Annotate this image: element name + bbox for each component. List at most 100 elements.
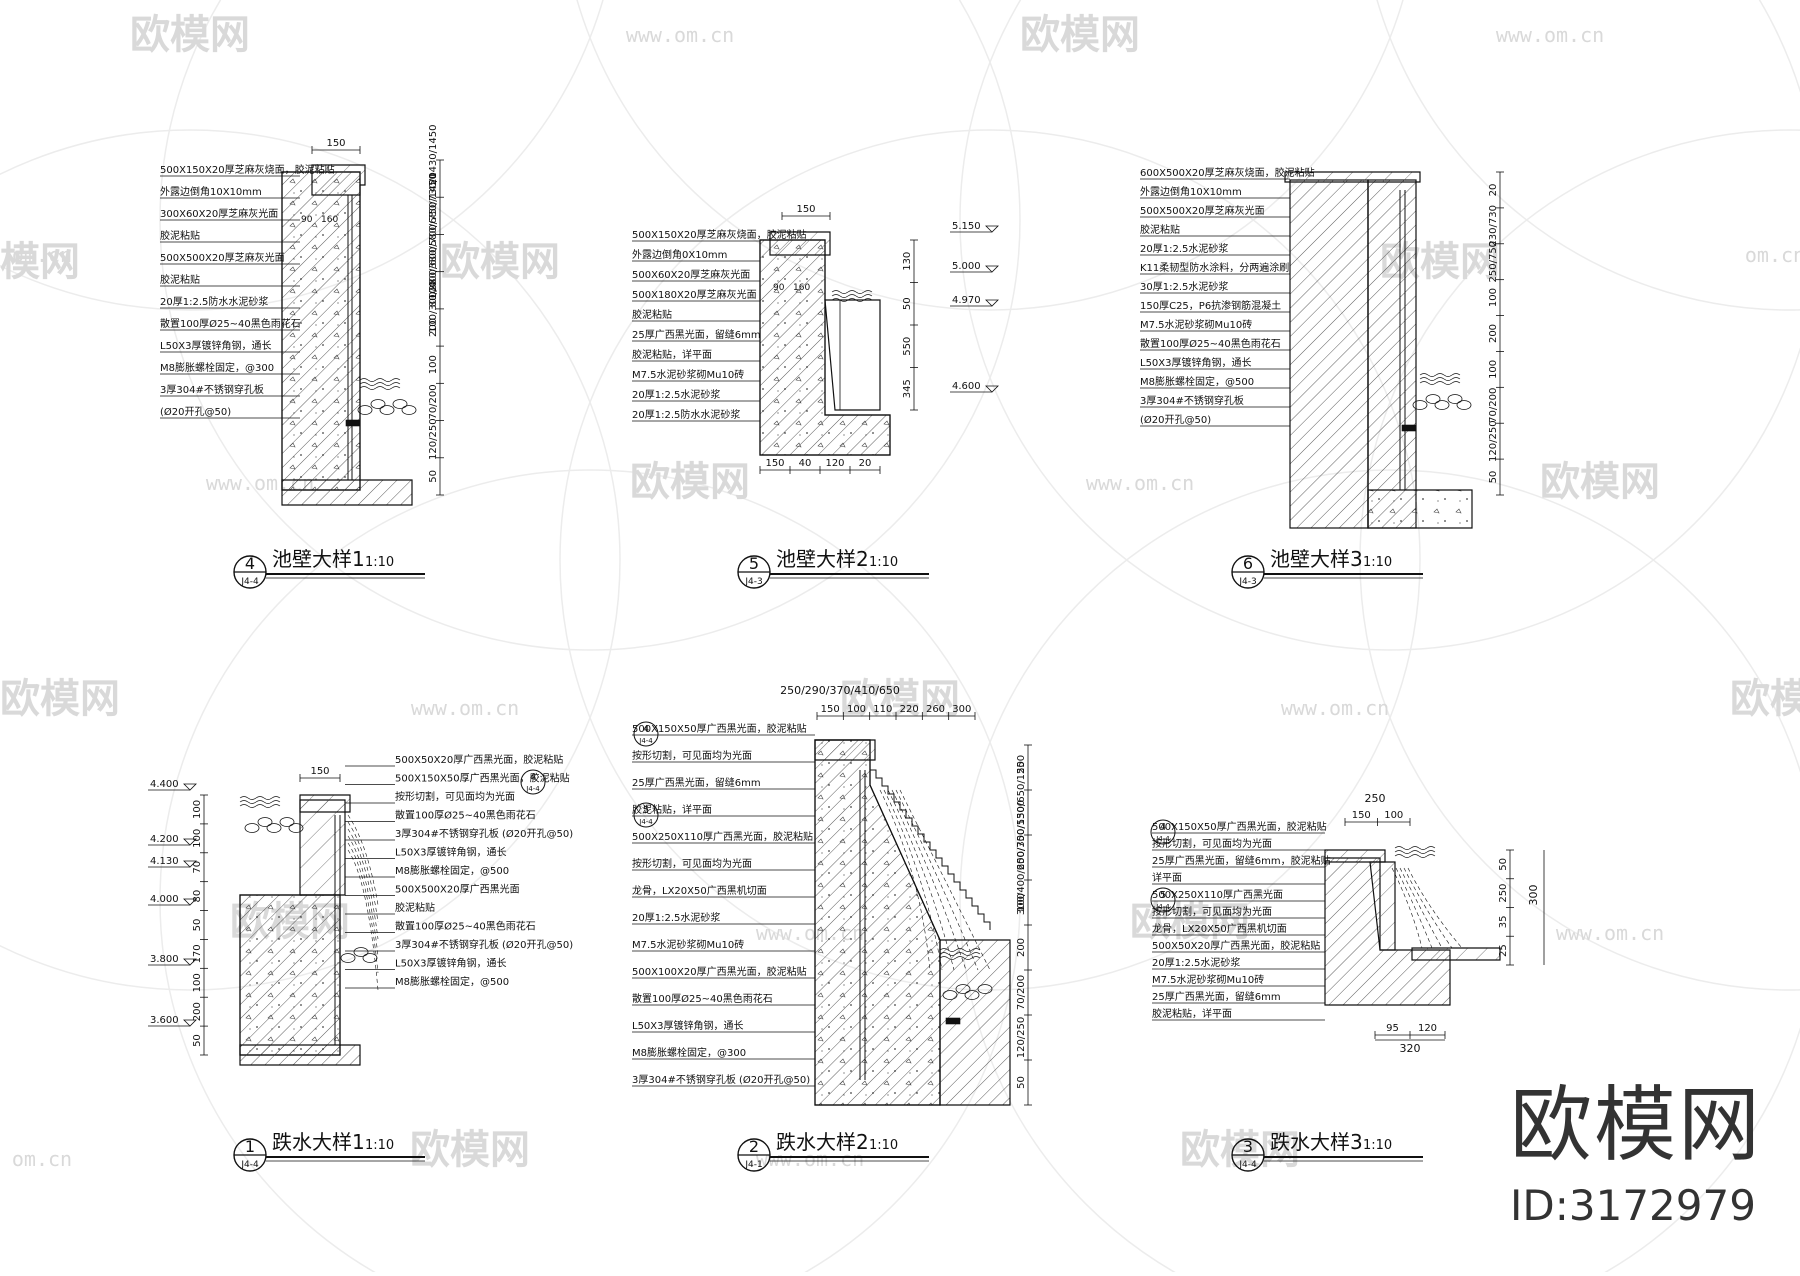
pebble xyxy=(288,823,304,833)
dimension-value: 25 xyxy=(1498,944,1509,957)
callout-number: 4 xyxy=(530,772,536,783)
inner-dimension: 90 xyxy=(301,215,313,225)
dimension-value: 250/290/370/410/650 xyxy=(780,684,900,697)
falling-water xyxy=(891,789,967,971)
annotation-note: 500X150X50厚广西黑光面，胶泥粘贴 xyxy=(395,772,570,785)
water-line xyxy=(239,800,281,804)
dimension-value: 70 xyxy=(192,861,203,874)
annotation-note: 500X50X20厚广西黑光面，胶泥粘贴 xyxy=(1152,939,1320,952)
dimension-value: 170 xyxy=(192,944,203,963)
elevation-marker xyxy=(183,783,197,791)
falling-water xyxy=(347,842,379,974)
annotation-note: L50X3厚镀锌角钢，通长 xyxy=(395,846,507,859)
callout-number: 5 xyxy=(643,805,649,816)
annotation-note: 500X150X50厚广西黑光面，胶泥粘贴 xyxy=(1152,820,1327,833)
pebble xyxy=(977,984,993,994)
annotation-note: 胶泥粘贴 xyxy=(160,229,200,242)
watermark-url-text: om.cn xyxy=(12,1147,72,1171)
annotation-note: 500X500X20厚芝麻灰光面 xyxy=(1140,204,1265,217)
detail-number: 6 xyxy=(1243,554,1253,573)
pebble xyxy=(964,990,980,1000)
annotation-note: 详平面 xyxy=(1152,871,1182,884)
elevation-value: 5.150 xyxy=(952,221,981,232)
water-line xyxy=(359,382,401,386)
pebble xyxy=(1456,400,1472,410)
watermark-url-text: www.om.cn xyxy=(626,23,734,47)
wall-hatch xyxy=(759,239,891,456)
annotation-note: 龙骨，LX20X50广西黑机切面 xyxy=(632,884,767,897)
detail-scale: 1:10 xyxy=(869,1138,898,1153)
pebble xyxy=(1434,400,1450,410)
falling-water xyxy=(347,849,379,991)
annotation-note: 500X500X20厚芝麻灰光面 xyxy=(160,251,285,264)
callout-circle xyxy=(633,802,659,828)
dimension-value: 110 xyxy=(873,704,892,715)
annotation-note: 20厚1:2.5水泥砂浆 xyxy=(1140,242,1228,255)
water-line xyxy=(359,378,401,382)
dimension-value: 70/200 xyxy=(1016,975,1027,1010)
callout-circle xyxy=(520,769,546,795)
base-slab xyxy=(281,479,413,506)
dimension-value: 100 xyxy=(1488,288,1499,307)
detail-pool-wall-1: 500X150X20厚芝麻灰烧面，胶泥粘贴外露边倒角10X10mm300X60X… xyxy=(160,125,444,589)
dimension-value: 120/250 xyxy=(1016,1017,1027,1059)
annotation-note: 胶泥粘贴 xyxy=(395,901,435,914)
falling-water xyxy=(1391,867,1423,949)
dimension-value: 20 xyxy=(1488,184,1499,197)
annotation-note: 3厚304#不锈钢穿孔板 xyxy=(160,383,264,396)
annotation-note: 500X150X20厚芝麻灰烧面，胶泥粘贴 xyxy=(632,228,807,241)
watermark-logo-text: 欧模网 xyxy=(1180,1127,1300,1173)
annotation-note: 20厚1:2.5防水水泥砂浆 xyxy=(632,408,740,421)
annotation-note: M8膨胀螺栓固定，@300 xyxy=(160,361,274,374)
callout-circle xyxy=(1150,887,1176,913)
annotation-note: 散置100厚Ø25~40黑色雨花石 xyxy=(632,992,773,1005)
annotation-note: 500X100X20厚广西黑光面，胶泥粘贴 xyxy=(632,965,807,978)
annotation-note: 500X150X50厚广西黑光面，胶泥粘贴 xyxy=(632,722,807,735)
dimension-value: 200 xyxy=(192,1002,203,1021)
coping-stone xyxy=(814,739,876,761)
water-line xyxy=(239,796,281,800)
annotation-note: M8膨胀螺栓固定，@300 xyxy=(632,1046,746,1059)
annotation-note: 胶泥粘贴，详平面 xyxy=(1152,1007,1232,1020)
annotation-note: 散置100厚Ø25~40黑色雨花石 xyxy=(160,317,301,330)
detail-sheet-ref: J4-4 xyxy=(240,577,259,587)
detail-title: 跌水大样1 xyxy=(272,1130,365,1154)
pebble xyxy=(353,947,369,957)
watermark-logo-text: 欧模网 xyxy=(440,239,560,285)
dimension-value: 150 xyxy=(821,704,840,715)
annotation-note: 龙骨，LX20X50广西黑机切面 xyxy=(1152,922,1287,935)
detail-number: 1 xyxy=(245,1137,255,1156)
watermark-arc xyxy=(1359,129,1800,991)
brand-logo: 欧模网 xyxy=(1510,1078,1763,1173)
annotation-note: 500X150X20厚芝麻灰烧面，胶泥粘贴 xyxy=(160,163,335,176)
elevation-value: 4.970 xyxy=(952,295,981,306)
callout-circle xyxy=(1150,819,1176,845)
callout-number: 4 xyxy=(643,724,649,735)
dimension-value: 70/200 xyxy=(1488,388,1499,423)
watermark-arc xyxy=(959,0,1800,651)
annotation-note: 25厚广西黑光面，留缝6mm xyxy=(632,776,761,789)
annotation-note: 500X180X20厚芝麻灰光面 xyxy=(632,288,757,301)
annotation-note: M7.5水泥砂浆砌Mu10砖 xyxy=(632,368,744,381)
detail-scale: 1:10 xyxy=(1363,1138,1392,1153)
dimension-value: 120 xyxy=(1418,1023,1437,1034)
dimension-value: 100 xyxy=(428,355,439,374)
annotation-note: 3厚304#不锈钢穿孔板 (Ø20开孔@50) xyxy=(632,1073,810,1086)
falling-water xyxy=(347,814,379,906)
inner-dimension: 160 xyxy=(321,215,338,225)
annotation-note: M7.5水泥砂浆砌Mu10砖 xyxy=(632,938,744,951)
annotation-note: 500X250X110厚广西黑光面 xyxy=(1152,888,1283,901)
detail-title: 跌水大样2 xyxy=(776,1130,869,1154)
dimension-value: 95 xyxy=(1386,1023,1399,1034)
dimension-value: 50 xyxy=(1498,858,1509,871)
annotation-note: 20厚1:2.5水泥砂浆 xyxy=(1152,956,1240,969)
dimension-value: 100 xyxy=(1384,810,1403,821)
pebble xyxy=(340,953,356,963)
dimension-value: 100 xyxy=(847,704,866,715)
detail-number: 5 xyxy=(749,554,759,573)
pebble xyxy=(1447,394,1463,404)
annotation-note: 胶泥粘贴，详平面 xyxy=(632,803,712,816)
annotation-note: 3厚304#不锈钢穿孔板 (Ø20开孔@50) xyxy=(395,938,573,951)
coping-stone xyxy=(299,794,351,813)
